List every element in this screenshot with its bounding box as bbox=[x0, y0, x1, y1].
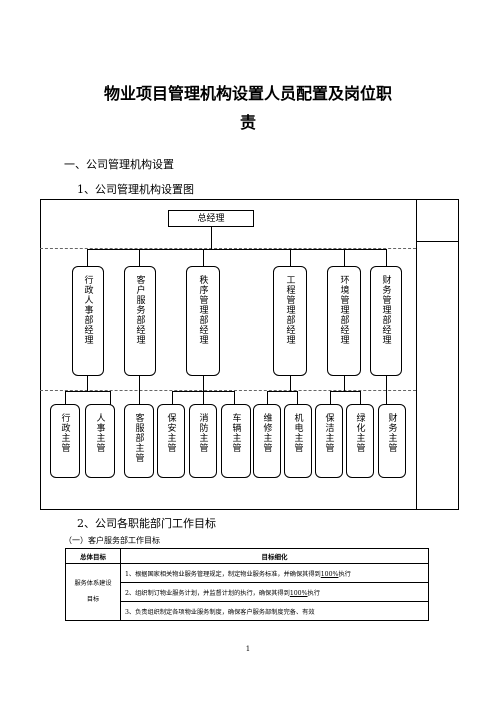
supervisor-box-greening: 绿化主管 bbox=[346, 404, 374, 478]
table-row: 2、组织制订物业服务计划，并监督计划的执行，确保其得到100%执行 bbox=[120, 582, 429, 602]
doc-title-line1: 物业项目管理机构设置人员配置及岗位职 bbox=[103, 84, 392, 103]
supervisor-box-finance: 财务主管 bbox=[378, 404, 406, 478]
supervisor-box-cleaning: 保洁主管 bbox=[315, 404, 343, 478]
goal-table: 总体目标 目标细化 服务体系建设目标 1、根据国家相关物业服务管理规定，制定物业… bbox=[65, 548, 429, 621]
table-header-overall: 总体目标 bbox=[65, 548, 121, 564]
supervisor-box-electromechanical: 机电主管 bbox=[284, 404, 312, 478]
supervisor-box-customer-service: 客服部主管 bbox=[124, 404, 154, 478]
supervisor-box-fire: 消防主管 bbox=[189, 404, 217, 478]
dept-box-environment: 环境管理部经理 bbox=[327, 266, 361, 376]
doc-title-line2: 责 bbox=[239, 113, 256, 132]
section-heading-1-1: 1、公司管理机构设置图 bbox=[77, 183, 194, 196]
supervisor-box-maintenance: 维修主管 bbox=[253, 404, 281, 478]
org-chart-column-divider bbox=[416, 199, 417, 510]
dashed-row-line-2 bbox=[40, 390, 416, 391]
supervisor-box-admin: 行政主管 bbox=[50, 404, 80, 478]
table-row: 1、根据国家相关物业服务管理规定，制定物业服务标准，并确保其得到100%执行 bbox=[120, 563, 429, 583]
general-manager-box: 总经理 bbox=[168, 210, 254, 227]
table-row: 3、负责组织制定各项物业服务制度，确保客户服务部制度完备、有效 bbox=[120, 601, 429, 621]
section-heading-2-1: （一）客户服务部工作目标 bbox=[64, 536, 160, 545]
supervisor-box-security: 保安主管 bbox=[157, 404, 185, 478]
section-heading-2: 2、公司各职能部门工作目标 bbox=[77, 517, 216, 530]
dept-box-customer-service: 客户服务部经理 bbox=[124, 266, 156, 376]
org-chart-frame bbox=[40, 199, 459, 510]
right-column-line bbox=[416, 241, 459, 242]
supervisor-box-hr: 人事主管 bbox=[85, 404, 115, 478]
dashed-row-line-1 bbox=[40, 248, 416, 249]
table-header-detail: 目标细化 bbox=[120, 548, 429, 564]
supervisor-box-vehicle: 车辆主管 bbox=[221, 404, 251, 478]
dept-box-engineering: 工程管理部经理 bbox=[273, 266, 307, 376]
dept-box-admin: 行政人事部经理 bbox=[72, 266, 104, 376]
table-goal-cell: 服务体系建设目标 bbox=[65, 563, 121, 621]
dept-box-finance: 财务管理部经理 bbox=[370, 266, 402, 376]
dept-box-order: 秩序管理部经理 bbox=[186, 266, 220, 376]
page-number: 1 bbox=[245, 645, 251, 653]
section-heading-1: 一、公司管理机构设置 bbox=[64, 158, 174, 171]
